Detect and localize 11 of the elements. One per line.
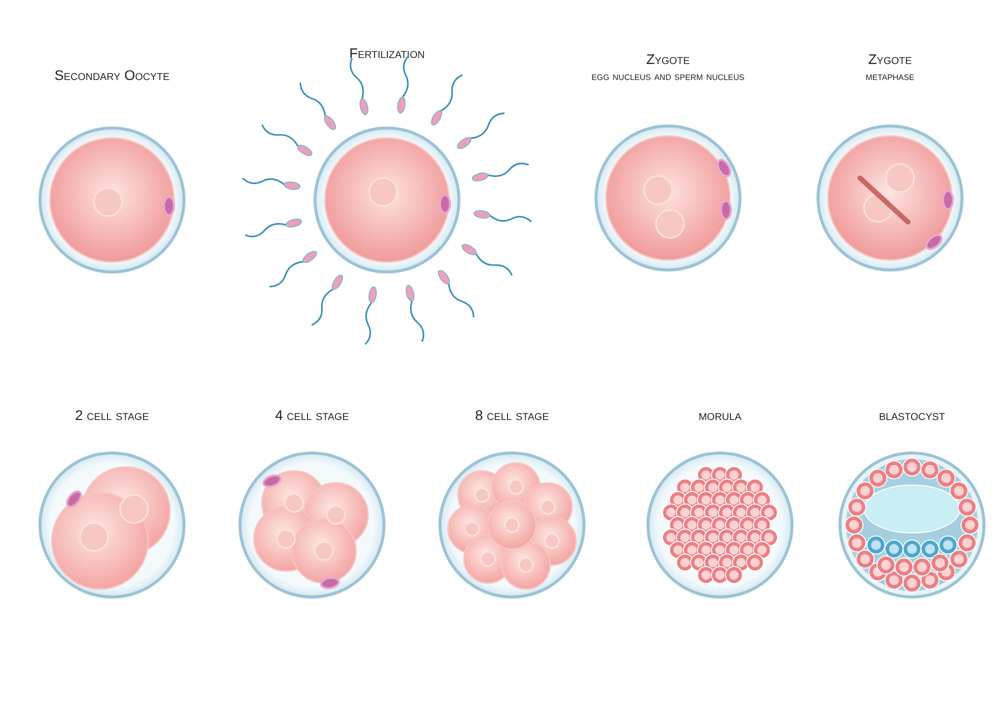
stage-title: blastocyst bbox=[879, 406, 945, 424]
stage-title: Zygote bbox=[646, 50, 690, 68]
stage-title: morula bbox=[698, 406, 742, 424]
stage-title: Fertilization bbox=[349, 44, 425, 62]
stage-title: Secondary Oocyte bbox=[54, 66, 170, 84]
stage-subtitle: egg nucleus and sperm nucleus bbox=[592, 68, 744, 84]
stage-title: 8 cell stage bbox=[475, 406, 549, 424]
stage-subtitle: metaphase bbox=[866, 68, 914, 84]
stage-title: Zygote bbox=[868, 50, 912, 68]
stage-title: 2 cell stage bbox=[75, 406, 149, 424]
stage-title: 4 cell stage bbox=[275, 406, 349, 424]
